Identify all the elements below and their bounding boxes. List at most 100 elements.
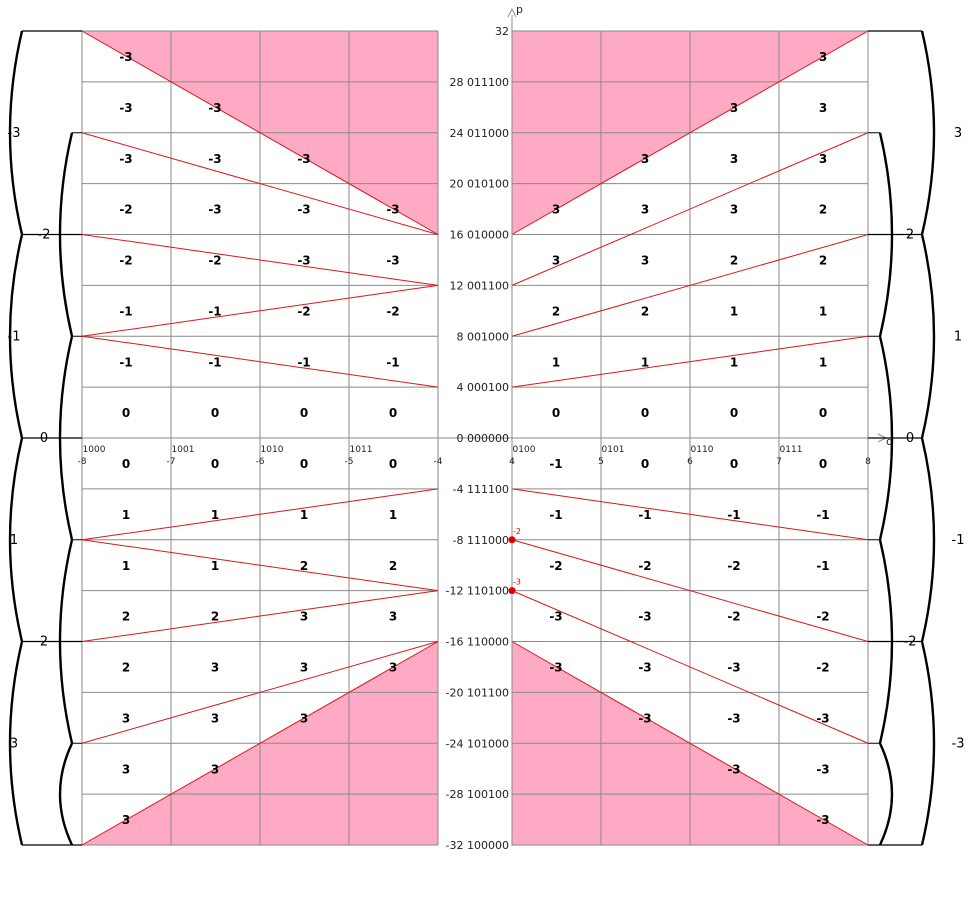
cell-value: 3	[819, 101, 827, 115]
cell-value: 3	[552, 203, 560, 217]
brace-label-right: -2	[904, 635, 917, 650]
cell-value: -2	[816, 610, 829, 624]
cell-value: -2	[727, 610, 740, 624]
y-tick-label: -12 110100	[446, 585, 509, 598]
y-tick-label: -16 110000	[446, 636, 509, 649]
cell-value: 3	[300, 711, 308, 725]
cell-value: -3	[297, 152, 310, 166]
cell-value: 3	[122, 813, 130, 827]
y-axis-arrow-icon	[507, 7, 517, 18]
cell-value: 0	[819, 406, 827, 420]
cell-value: 1	[730, 355, 738, 369]
cell-value: -2	[386, 304, 399, 318]
boundary-line-right	[511, 488, 869, 541]
cell-value: -3	[386, 203, 399, 217]
brace-label-left: 3	[10, 736, 18, 751]
cell-value: 3	[730, 101, 738, 115]
boundary-line-left	[81, 132, 439, 235]
cell-value: -1	[297, 355, 310, 369]
boundary-line-right	[511, 30, 869, 235]
red-point-label: -3	[513, 578, 521, 587]
cell-value: 1	[641, 355, 649, 369]
cell-value: 2	[730, 254, 738, 268]
brace-label-left: -1	[8, 329, 21, 344]
cell-value: -3	[119, 152, 132, 166]
cell-value: 0	[389, 406, 397, 420]
cell-value: -3	[386, 254, 399, 268]
red-point	[508, 536, 516, 544]
x-tick-number: -8	[78, 457, 87, 467]
cell-value: 2	[389, 559, 397, 573]
cell-value: 0	[300, 406, 308, 420]
cell-value: 3	[122, 762, 130, 776]
cell-value: -1	[208, 355, 221, 369]
cell-value: 0	[819, 457, 827, 471]
boundary-line-right	[511, 132, 869, 286]
cell-value: 3	[122, 711, 130, 725]
x-tick-number: 8	[865, 457, 871, 467]
cell-value: 1	[389, 508, 397, 522]
cell-value: 2	[819, 254, 827, 268]
x-tick-binary: 1011	[350, 445, 373, 455]
x-tick-binary: 0100	[513, 445, 536, 455]
boundary-line-left	[81, 30, 439, 235]
brace-label-left: -2	[38, 228, 51, 243]
y-tick-label: -4 111100	[453, 483, 509, 496]
y-tick-label: 24 011000	[450, 127, 510, 140]
x-tick-number: 7	[776, 457, 782, 467]
cell-value: -1	[549, 457, 562, 471]
brace-label-right: 1	[954, 329, 962, 344]
cell-value: 3	[389, 661, 397, 675]
boundary-line-right	[511, 539, 869, 642]
cell-value: 1	[211, 559, 219, 573]
cell-value: 2	[122, 661, 130, 675]
cell-value: -3	[727, 762, 740, 776]
x-tick-binary: 0111	[780, 445, 803, 455]
brace-label-right: -3	[952, 736, 965, 751]
origin-label: 0 000000	[457, 432, 510, 445]
cell-value: -2	[638, 559, 651, 573]
cell-value: -3	[208, 203, 221, 217]
boundary-line-left	[81, 590, 439, 642]
brace-label-right: 2	[906, 228, 914, 243]
cell-value: 0	[122, 406, 130, 420]
cell-value: -1	[386, 355, 399, 369]
boundary-line-left	[81, 488, 439, 541]
y-tick-label: 8 001000	[457, 330, 510, 343]
cell-value: 0	[389, 457, 397, 471]
cell-value: 3	[641, 152, 649, 166]
cell-value: -1	[816, 559, 829, 573]
x-tick-number: -6	[256, 457, 265, 467]
boundary-line-left	[81, 539, 439, 592]
cell-value: 1	[819, 355, 827, 369]
brace-label-right: -1	[952, 533, 965, 548]
cell-value: -1	[208, 304, 221, 318]
cell-value: -2	[208, 254, 221, 268]
cell-value: -2	[549, 559, 562, 573]
x-axis-name: d	[886, 435, 893, 448]
y-axis-name: p	[516, 3, 523, 16]
cell-value: 3	[819, 152, 827, 166]
cell-value: 3	[641, 254, 649, 268]
cell-value: 3	[211, 762, 219, 776]
cell-value: 0	[122, 457, 130, 471]
cell-value: -1	[119, 355, 132, 369]
cell-value: -3	[638, 661, 651, 675]
y-tick-label: 20 010100	[450, 178, 510, 191]
cell-value: -1	[638, 508, 651, 522]
cell-value: 2	[641, 304, 649, 318]
cell-value: -1	[816, 508, 829, 522]
x-tick-number: -5	[345, 457, 354, 467]
cell-value: -3	[638, 610, 651, 624]
y-tick-label: -8 111000	[453, 534, 509, 547]
cell-value: -2	[119, 203, 132, 217]
cell-value: -3	[727, 661, 740, 675]
cell-value: 0	[211, 406, 219, 420]
cell-value: 0	[730, 457, 738, 471]
x-tick-number: 4	[509, 457, 515, 467]
cell-value: 3	[730, 152, 738, 166]
cell-value: -3	[727, 711, 740, 725]
boundary-line-right	[511, 590, 869, 744]
x-tick-binary: 1010	[261, 445, 284, 455]
